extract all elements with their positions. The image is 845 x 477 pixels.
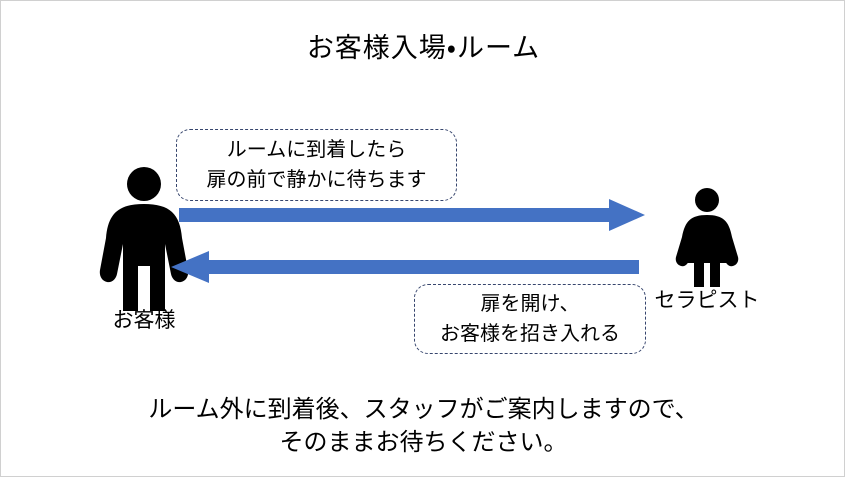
callout-open-line1: 扉を開け、	[480, 293, 580, 315]
caption-block: ルーム外に到着後、スタッフがご案内しますので、 そのままお待ちください。	[1, 393, 844, 459]
caption-line1: ルーム外に到着後、スタッフがご案内しますので、	[148, 396, 699, 423]
callout-open-door: 扉を開け、 お客様を招き入れる	[414, 284, 646, 354]
arrow-left-icon	[171, 251, 639, 283]
caption-line2: そのままお待ちください。	[279, 429, 568, 456]
callout-wait: ルームに到着したら 扉の前で静かに待ちます	[176, 129, 457, 201]
page-title: お客様入場・ルーム	[306, 33, 541, 63]
callout-open-line2: お客様を招き入れる	[440, 323, 620, 345]
actor-label-customer: お客様	[112, 309, 176, 332]
person-female-icon	[671, 187, 743, 287]
callout-wait-line2: 扉の前で静かに待ちます	[206, 169, 427, 191]
arrow-right-icon	[179, 199, 645, 231]
callout-wait-line1: ルームに到着したら	[226, 139, 407, 161]
actor-label-therapist: セラピスト	[654, 289, 760, 312]
person-male-icon	[96, 166, 192, 311]
